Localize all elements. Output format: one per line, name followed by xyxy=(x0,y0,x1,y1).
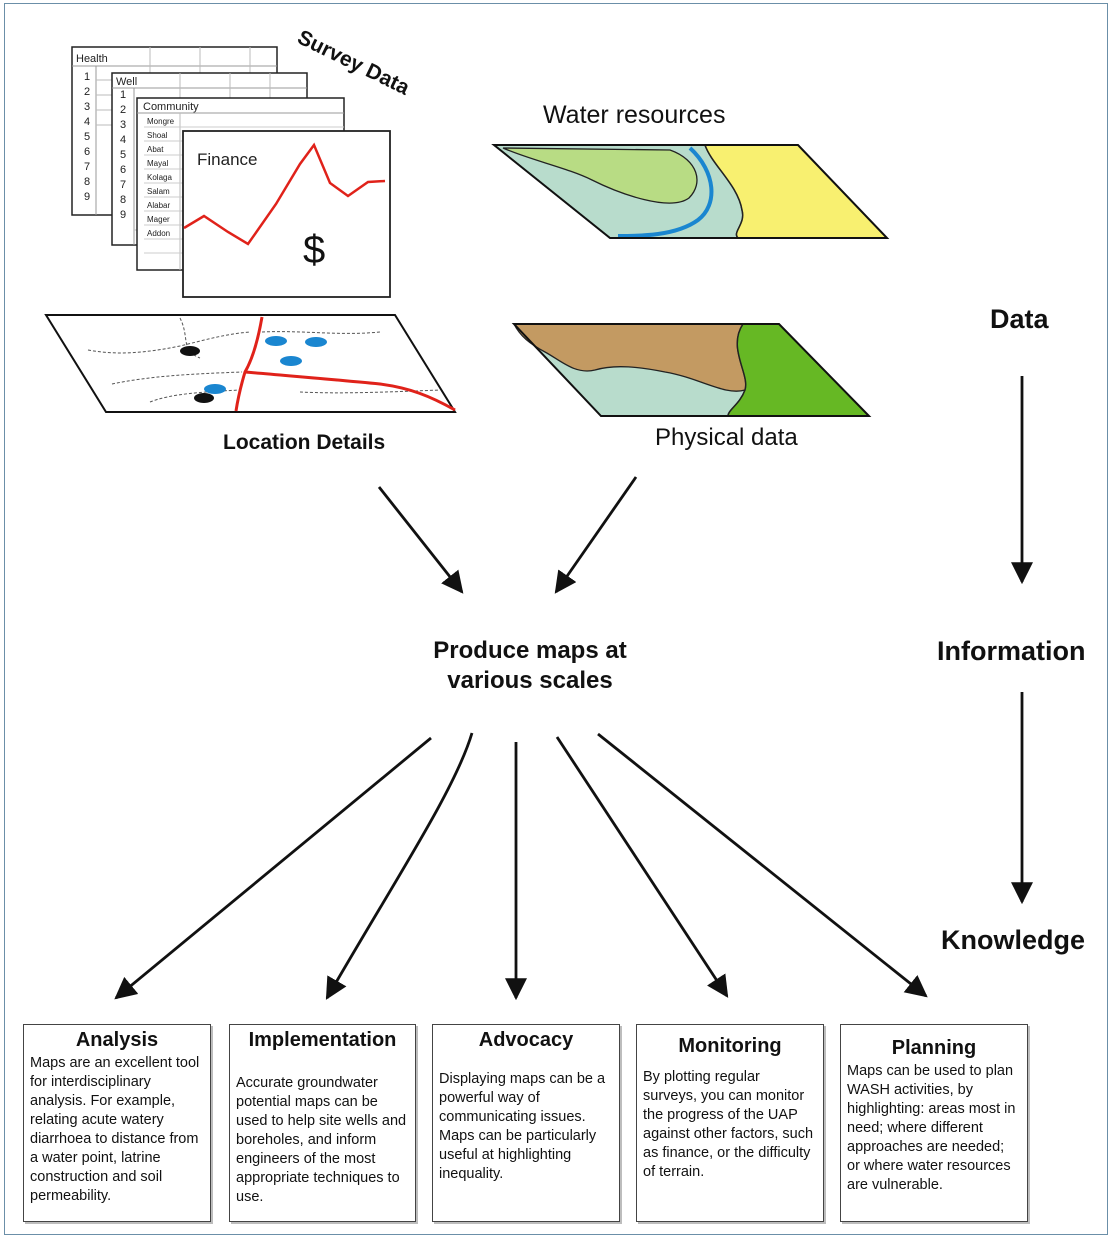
center-node-line-1: Produce maps at xyxy=(433,637,627,664)
physical-data-map xyxy=(511,323,872,417)
water-point-marker xyxy=(265,336,287,346)
row-number: 9 xyxy=(120,209,126,221)
row-number: 1 xyxy=(84,71,90,83)
output-title-analysis: Analysis xyxy=(75,1029,159,1051)
output-text-advocacy: Displaying maps can be a powerful way of… xyxy=(439,1071,606,1182)
community-name: Shoal xyxy=(147,131,168,140)
row-number: 3 xyxy=(120,119,126,131)
arrow-maps-to-planning xyxy=(597,732,928,998)
output-text-monitoring: By plotting regular surveys, you can mon… xyxy=(643,1069,814,1180)
output-box-planning: Planning Maps can be used to plan WASH a… xyxy=(840,1024,1028,1222)
location-details-map xyxy=(44,314,457,413)
hierarchy-data: Data xyxy=(990,304,1049,334)
arrow-physical-to-maps xyxy=(554,476,638,594)
row-number: 5 xyxy=(84,131,90,143)
site-marker xyxy=(180,346,200,356)
finance-line xyxy=(183,142,386,246)
water-resources-map xyxy=(491,144,890,239)
health-row-numbers: 1 2 3 4 5 6 7 8 9 xyxy=(84,71,90,203)
row-number: 6 xyxy=(84,146,90,158)
row-number: 9 xyxy=(84,191,90,203)
figure-border xyxy=(4,3,1108,1235)
sheet-title-community: Community xyxy=(143,101,199,113)
water-resources-label: Water resources xyxy=(543,101,726,129)
output-title-monitoring: Monitoring xyxy=(678,1035,782,1057)
sheet-title-finance: Finance xyxy=(197,150,257,169)
output-box-monitoring: Monitoring By plotting regular surveys, … xyxy=(636,1024,824,1222)
physical-data-label: Physical data xyxy=(655,424,798,451)
output-box-analysis: Analysis Maps are an excellent tool for … xyxy=(23,1024,211,1222)
row-number: 7 xyxy=(84,161,90,173)
output-title-implementation: Implementation xyxy=(248,1029,397,1051)
community-name: Mongre xyxy=(147,117,175,126)
row-number: 3 xyxy=(84,101,90,113)
location-details-label: Location Details xyxy=(223,431,386,454)
row-number: 7 xyxy=(120,179,126,191)
survey-sheets: 1 2 3 4 5 6 7 8 9 1 2 3 4 5 6 7 8 9 xyxy=(71,26,413,298)
arrow-maps-to-implementation xyxy=(325,732,474,1000)
water-point-marker xyxy=(204,384,226,394)
community-name: Salam xyxy=(147,187,170,196)
community-name: Mayal xyxy=(147,159,169,168)
dollar-icon: $ xyxy=(303,228,325,272)
survey-data-label: Survey Data xyxy=(294,26,413,100)
sheet-title-well: Well xyxy=(116,76,137,88)
row-number: 8 xyxy=(84,176,90,188)
community-name: Alabar xyxy=(147,201,170,210)
water-point-marker xyxy=(305,337,327,347)
output-text-implementation: Accurate groundwater potential maps can … xyxy=(236,1075,407,1205)
hierarchy-knowledge: Knowledge xyxy=(941,925,1086,955)
row-number: 1 xyxy=(120,89,126,101)
community-name: Kolaga xyxy=(147,173,172,182)
community-name: Addon xyxy=(147,229,170,238)
community-name: Mager xyxy=(147,215,170,224)
row-number: 6 xyxy=(120,164,126,176)
sheet-finance xyxy=(182,130,391,298)
output-text-analysis: Maps are an excellent tool for interdisc… xyxy=(30,1055,200,1204)
output-box-implementation: Implementation Accurate groundwater pote… xyxy=(229,1024,416,1222)
arrow-maps-to-monitoring xyxy=(555,736,729,998)
hierarchy-information: Information xyxy=(937,636,1086,666)
community-name: Abat xyxy=(147,145,164,154)
output-box-advocacy: Advocacy Displaying maps can be a powerf… xyxy=(432,1024,620,1222)
community-names: Mongre Shoal Abat Mayal Kolaga Salam Ala… xyxy=(147,117,175,238)
output-title-planning: Planning xyxy=(891,1037,977,1059)
site-marker xyxy=(194,393,214,403)
center-node-line-2: various scales xyxy=(447,667,613,694)
row-number: 2 xyxy=(120,104,126,116)
row-number: 8 xyxy=(120,194,126,206)
row-number: 4 xyxy=(120,134,126,146)
output-title-advocacy: Advocacy xyxy=(478,1029,574,1051)
arrow-location-to-maps xyxy=(377,486,464,594)
center-node-title: Produce maps at various scales xyxy=(380,636,680,696)
water-point-marker xyxy=(280,356,302,366)
sheet-title-health: Health xyxy=(76,53,108,65)
row-number: 4 xyxy=(84,116,90,128)
well-row-numbers: 1 2 3 4 5 6 7 8 9 xyxy=(120,89,126,221)
row-number: 5 xyxy=(120,149,126,161)
output-text-planning: Maps can be used to plan WASH activities… xyxy=(847,1063,1016,1193)
row-number: 2 xyxy=(84,86,90,98)
arrow-maps-to-analysis xyxy=(114,736,432,1000)
